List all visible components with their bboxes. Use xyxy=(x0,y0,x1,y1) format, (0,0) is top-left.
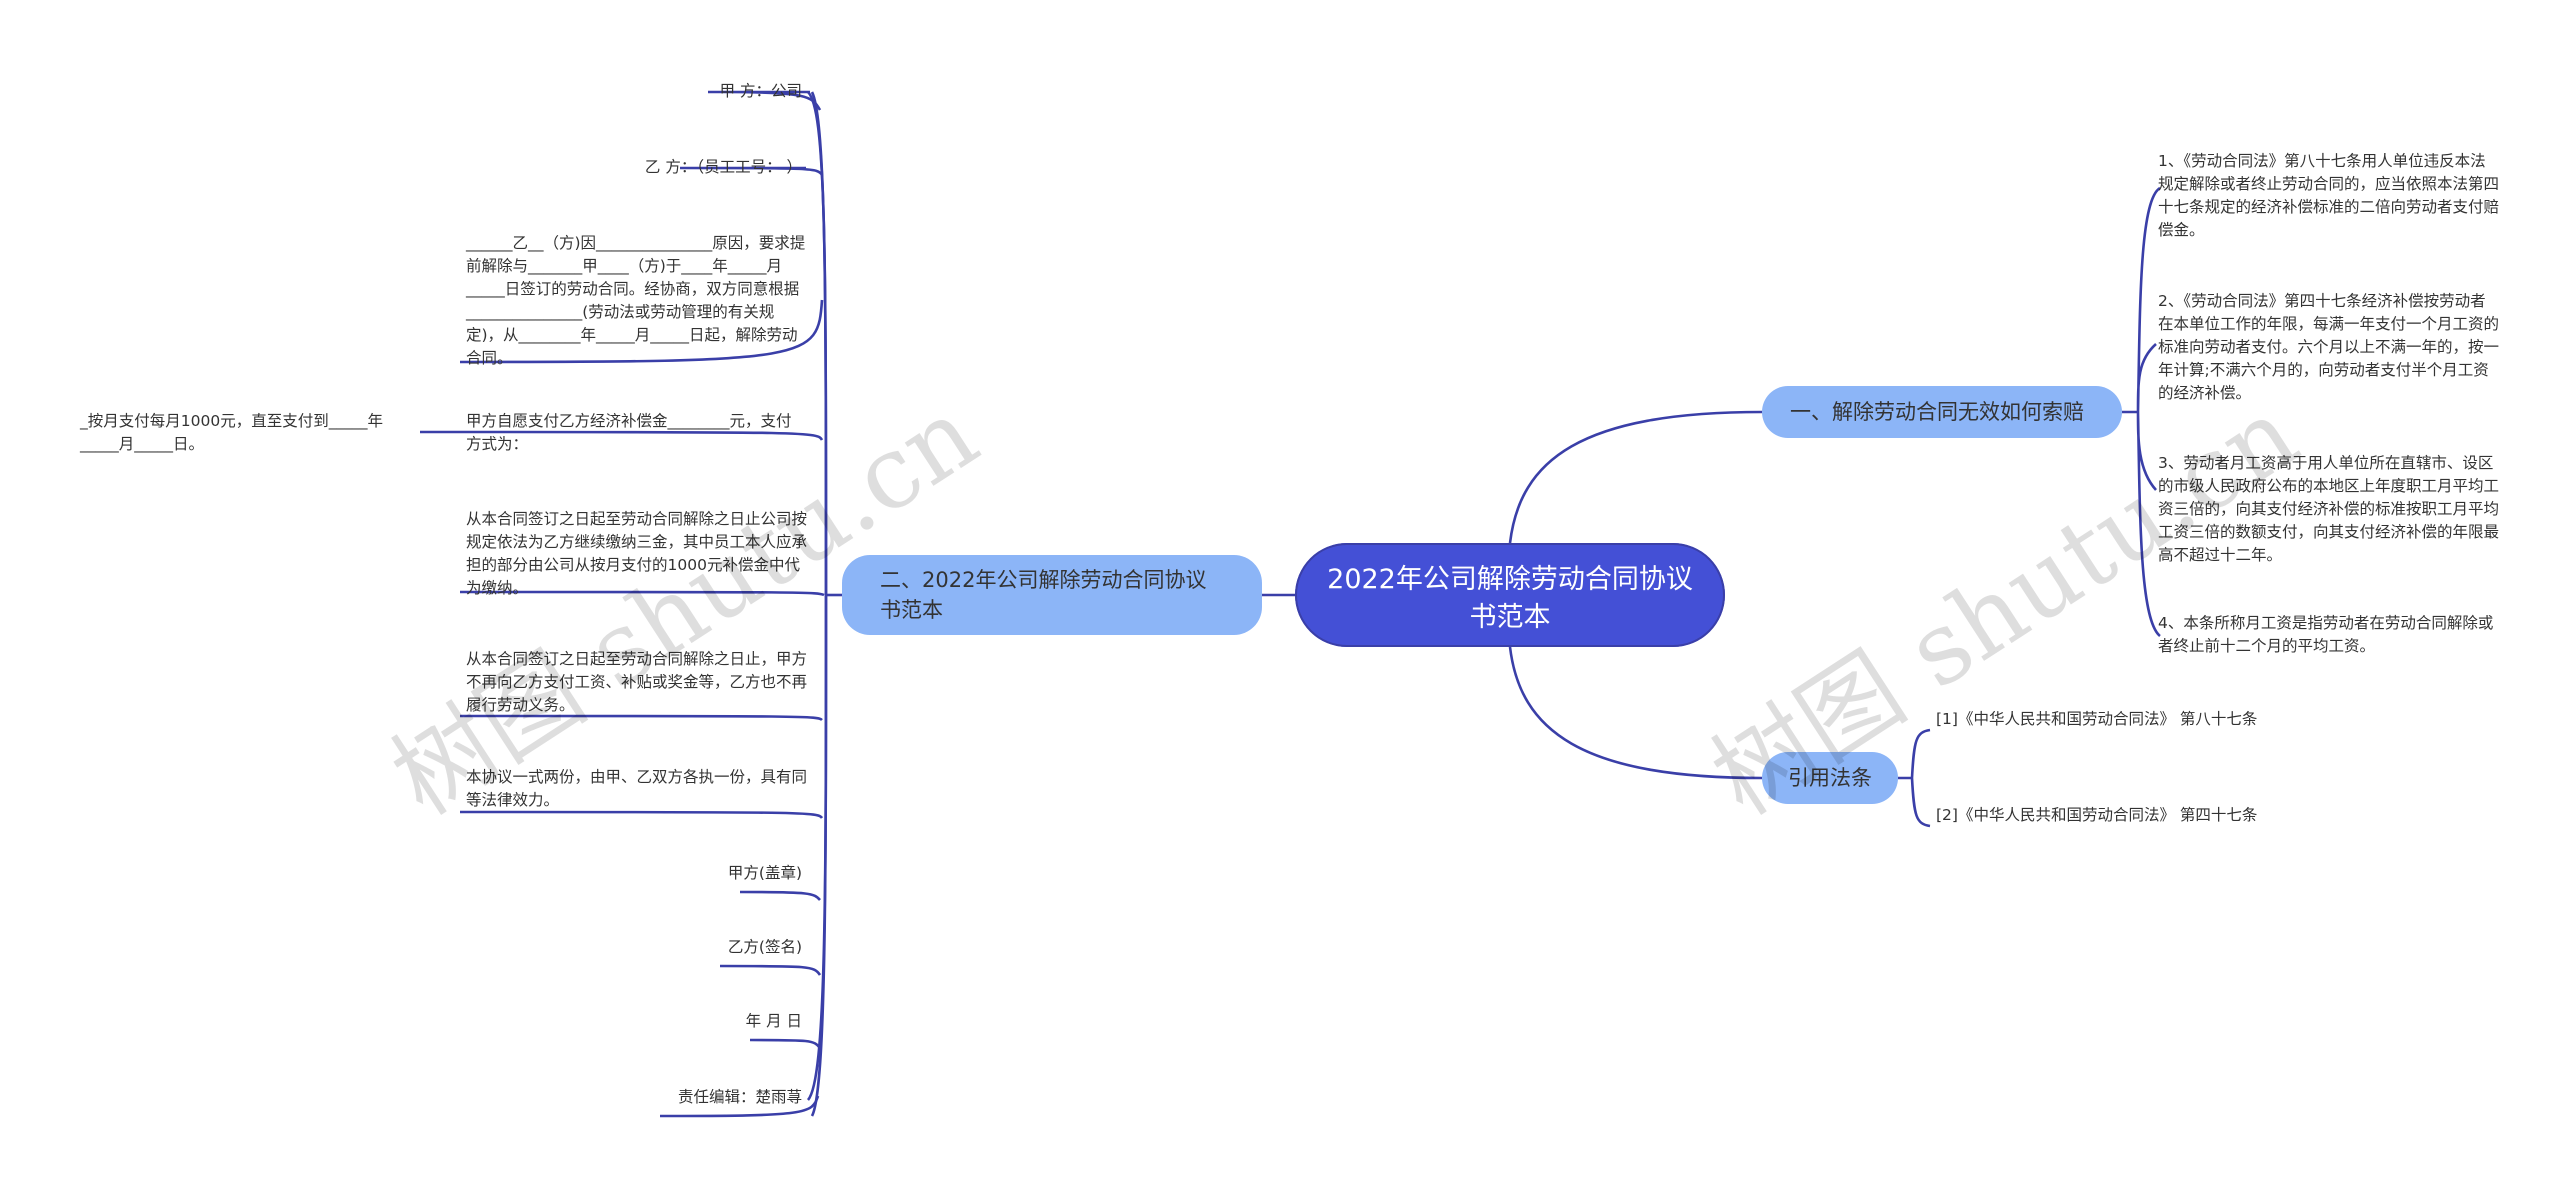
leaf-party-a-label: 甲 方：公司 xyxy=(719,82,802,100)
branch-agreement-template[interactable]: 二、2022年公司解除劳动合同协议书范本 xyxy=(842,555,1262,635)
root-topic-label: 2022年公司解除劳动合同协议书范本 xyxy=(1327,564,1693,633)
leaf-article-87-label: 1、《劳动合同法》第八十七条用人单位违反本法规定解除或者终止劳动合同的，应当依照… xyxy=(2158,152,2500,239)
leaf-high-wage-cap[interactable]: 3、劳动者月工资高于用人单位所在直辖市、设区的市级人民政府公布的本地区上年度职工… xyxy=(2158,452,2500,567)
left-leaf-lines xyxy=(459,90,825,1118)
leaf-monthly-wage-definition[interactable]: 4、本条所称月工资是指劳动者在劳动合同解除或者终止前十二个月的平均工资。 xyxy=(2158,612,2500,658)
leaf-date[interactable]: 年 月 日 xyxy=(600,1010,802,1033)
leaf-insurance-contribution[interactable]: 从本合同签订之日起至劳动合同解除之日止公司按规定依法为乙方继续缴纳三金，其中员工… xyxy=(466,508,812,600)
leaf-date-label: 年 月 日 xyxy=(745,1012,802,1030)
connector-root-r2 xyxy=(1508,646,1763,780)
leaf-article-47[interactable]: 2、《劳动合同法》第四十七条经济补偿按劳动者在本单位工作的年限，每满一年支付一个… xyxy=(2158,290,2500,405)
leaf-party-b-label: 乙 方：（员工工号： ） xyxy=(644,158,802,176)
leaf-compensation-payment-label: 甲方自愿支付乙方经济补偿金________元，支付方式为： xyxy=(466,412,792,453)
leaf-citation-1[interactable]: [1]《中华人民共和国劳动合同法》 第八十七条 xyxy=(1936,708,2288,731)
left-spine-full-b xyxy=(810,594,828,1117)
leaf-party-b-signature[interactable]: 乙方(签名) xyxy=(600,936,802,959)
branch-cited-laws[interactable]: 引用法条 xyxy=(1762,752,1898,804)
leaf-editor-label: 责任编辑：楚雨荨 xyxy=(677,1088,802,1106)
leaf-party-a[interactable]: 甲 方：公司 xyxy=(540,80,802,103)
branch-agreement-template-label: 二、2022年公司解除劳动合同协议书范本 xyxy=(880,568,1207,622)
leaf-no-wages[interactable]: 从本合同签订之日起至劳动合同解除之日止，甲方不再向乙方支付工资、补贴或奖金等，乙… xyxy=(466,648,812,717)
connector-root-r1 xyxy=(1508,410,1763,544)
leaf-party-b-signature-label: 乙方(签名) xyxy=(727,938,802,956)
leaf-citation-2[interactable]: [2]《中华人民共和国劳动合同法》 第四十七条 xyxy=(1936,804,2288,827)
leaf-termination-reason[interactable]: ______乙__（方)因_______________原因，要求提前解除与__… xyxy=(466,232,810,370)
leaf-two-copies[interactable]: 本协议一式两份，由甲、乙双方各执一份，具有同等法律效力。 xyxy=(466,766,812,812)
leaf-article-87[interactable]: 1、《劳动合同法》第八十七条用人单位违反本法规定解除或者终止劳动合同的，应当依照… xyxy=(2158,150,2500,242)
leaf-monthly-payment[interactable]: _按月支付每月1000元，直至支付到_____年_____月_____日。 xyxy=(80,410,420,456)
leaf-citation-2-label: [2]《中华人民共和国劳动合同法》 第四十七条 xyxy=(1936,806,2258,824)
branch-invalid-termination-claim[interactable]: 一、解除劳动合同无效如何索赔 xyxy=(1762,386,2122,438)
left-spine-full xyxy=(810,91,828,596)
leaf-compensation-payment[interactable]: 甲方自愿支付乙方经济补偿金________元，支付方式为： xyxy=(466,410,796,456)
leaf-citation-1-label: [1]《中华人民共和国劳动合同法》 第八十七条 xyxy=(1936,710,2258,728)
leaf-party-a-seal[interactable]: 甲方(盖章) xyxy=(600,862,802,885)
branch-invalid-termination-claim-label: 一、解除劳动合同无效如何索赔 xyxy=(1790,400,2084,424)
leaf-high-wage-cap-label: 3、劳动者月工资高于用人单位所在直辖市、设区的市级人民政府公布的本地区上年度职工… xyxy=(2158,454,2500,564)
leaf-no-wages-label: 从本合同签订之日起至劳动合同解除之日止，甲方不再向乙方支付工资、补贴或奖金等，乙… xyxy=(466,650,808,714)
leaf-termination-reason-label: ______乙__（方)因_______________原因，要求提前解除与__… xyxy=(466,234,806,367)
leaf-two-copies-label: 本协议一式两份，由甲、乙双方各执一份，具有同等法律效力。 xyxy=(466,768,808,809)
leaf-monthly-wage-definition-label: 4、本条所称月工资是指劳动者在劳动合同解除或者终止前十二个月的平均工资。 xyxy=(2158,614,2494,655)
leaf-party-b[interactable]: 乙 方：（员工工号： ） xyxy=(540,156,802,179)
leaf-insurance-contribution-label: 从本合同签订之日起至劳动合同解除之日止公司按规定依法为乙方继续缴纳三金，其中员工… xyxy=(466,510,808,597)
root-topic[interactable]: 2022年公司解除劳动合同协议书范本 xyxy=(1295,543,1725,647)
r1-bracket xyxy=(2122,186,2161,638)
r2-bracket xyxy=(1898,728,1931,828)
leaf-party-a-seal-label: 甲方(盖章) xyxy=(727,864,802,882)
leaf-article-47-label: 2、《劳动合同法》第四十七条经济补偿按劳动者在本单位工作的年限，每满一年支付一个… xyxy=(2158,292,2500,402)
branch-cited-laws-label: 引用法条 xyxy=(1788,766,1872,790)
leaf-monthly-payment-label: _按月支付每月1000元，直至支付到_____年_____月_____日。 xyxy=(80,412,383,453)
leaf-editor[interactable]: 责任编辑：楚雨荨 xyxy=(560,1086,802,1109)
